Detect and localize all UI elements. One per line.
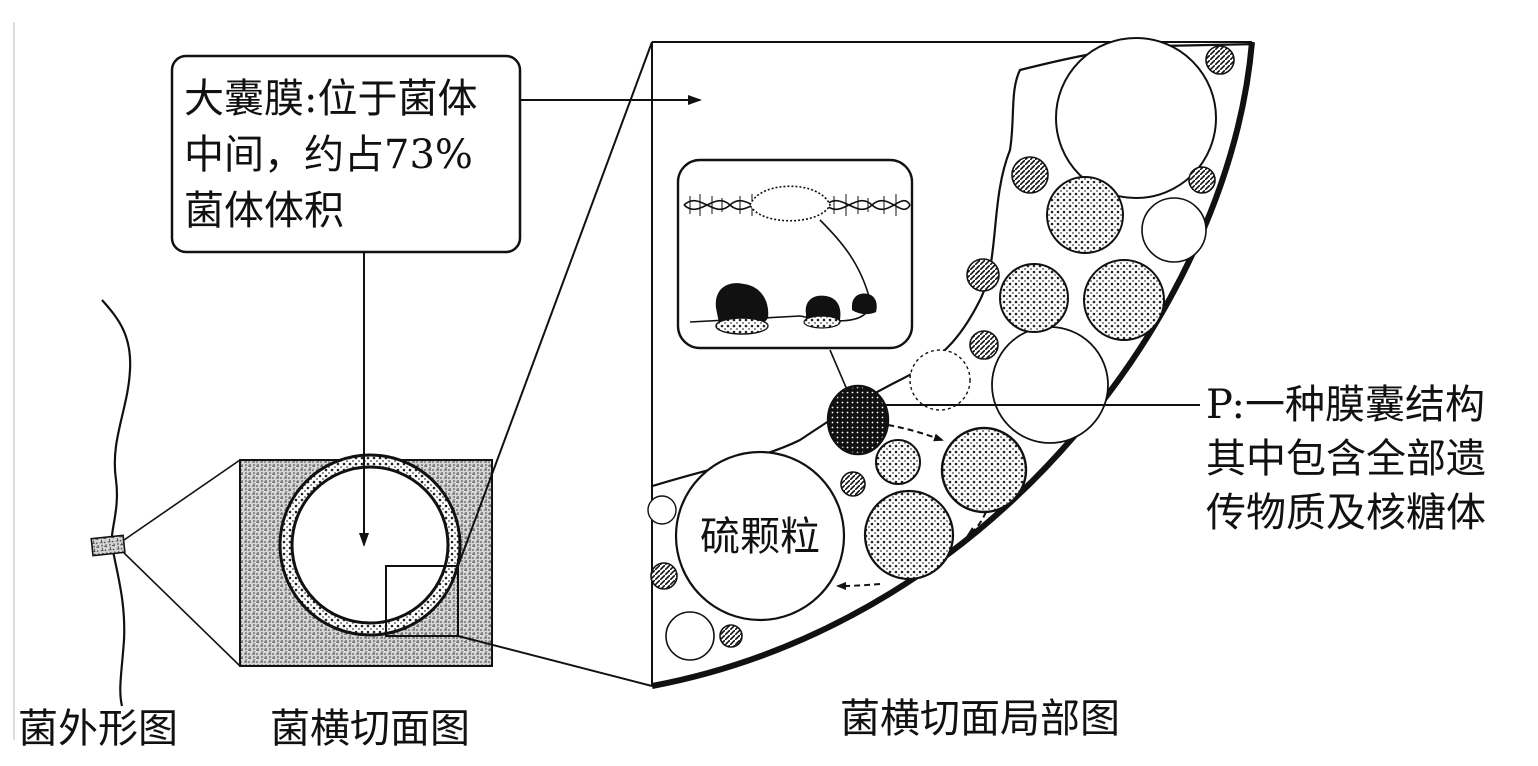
filament-line	[101, 299, 132, 707]
hatched-e	[1188, 166, 1216, 194]
vacuole-large	[1055, 37, 1217, 199]
vesicle-c	[999, 263, 1069, 333]
callout-p-line1: P:一种膜囊结构	[1206, 382, 1485, 428]
sulfur-granule	[674, 450, 846, 622]
hatched-c	[969, 330, 999, 360]
ribosome-large-sub	[715, 317, 769, 335]
vesicle-f	[875, 439, 921, 485]
inset-pointer	[829, 349, 849, 393]
dashed-arrow-2	[966, 511, 987, 537]
dna-helix	[683, 185, 911, 335]
hatched-f	[650, 562, 678, 590]
bacterium-outline	[90, 299, 241, 707]
vesicle-a	[1046, 176, 1124, 254]
hatched-g	[719, 624, 743, 648]
ribosome-small	[852, 293, 877, 315]
callout-p: P:一种膜囊结构 其中包含全部遗 传物质及核糖体	[870, 382, 1486, 536]
zoom-line-upper	[457, 41, 653, 567]
vacuole-right	[1141, 197, 1207, 263]
callout-big-sac-line3: 菌体体积	[184, 188, 344, 234]
zoom-line-bottom	[123, 552, 241, 667]
callout-big-sac: 大囊膜:位于菌体 中间，约占73% 菌体体积	[170, 54, 702, 547]
hatched-d	[1205, 45, 1235, 75]
caption-partial: 菌横切面局部图	[840, 696, 1120, 742]
caption-outline: 菌外形图	[18, 706, 178, 752]
sulfur-granule-label: 硫颗粒	[700, 514, 820, 560]
sample-region-box	[90, 534, 126, 557]
zoom-region-box	[385, 565, 459, 637]
dna-bubble	[749, 185, 831, 222]
small-vacuole-bottom	[665, 611, 715, 661]
p-membrane-sac	[826, 384, 890, 456]
callout-big-sac-line2: 中间，约占73%	[184, 132, 473, 178]
zoom-line-lower	[457, 635, 653, 687]
vacuole-middle	[991, 326, 1109, 444]
ribosome-mid-sub	[803, 315, 841, 329]
callout-big-sac-line1: 大囊膜:位于菌体	[184, 76, 477, 122]
small-vacuole-left	[647, 495, 677, 525]
vacuole-small-a	[909, 349, 971, 411]
vesicle-e	[863, 489, 955, 581]
callout-p-line3: 传物质及核糖体	[1206, 490, 1486, 536]
dashed-arrow-3	[836, 581, 881, 590]
dashed-arrow-1	[887, 424, 944, 442]
hatched-b	[966, 258, 1000, 292]
zoom-line-top	[123, 459, 241, 541]
hatched-h	[840, 471, 866, 497]
big-sac-membrane	[290, 465, 450, 625]
vesicle-d	[940, 426, 1028, 514]
partial-cross-section: 硫颗粒	[647, 37, 1255, 689]
vesicle-b	[1083, 259, 1165, 341]
callout-big-sac-box	[170, 54, 522, 254]
callout-p-line2: 其中包含全部遗	[1206, 436, 1486, 482]
hatched-a	[1011, 156, 1049, 194]
cross-section	[239, 41, 653, 687]
caption-cross-section: 菌横切面图	[270, 706, 470, 752]
